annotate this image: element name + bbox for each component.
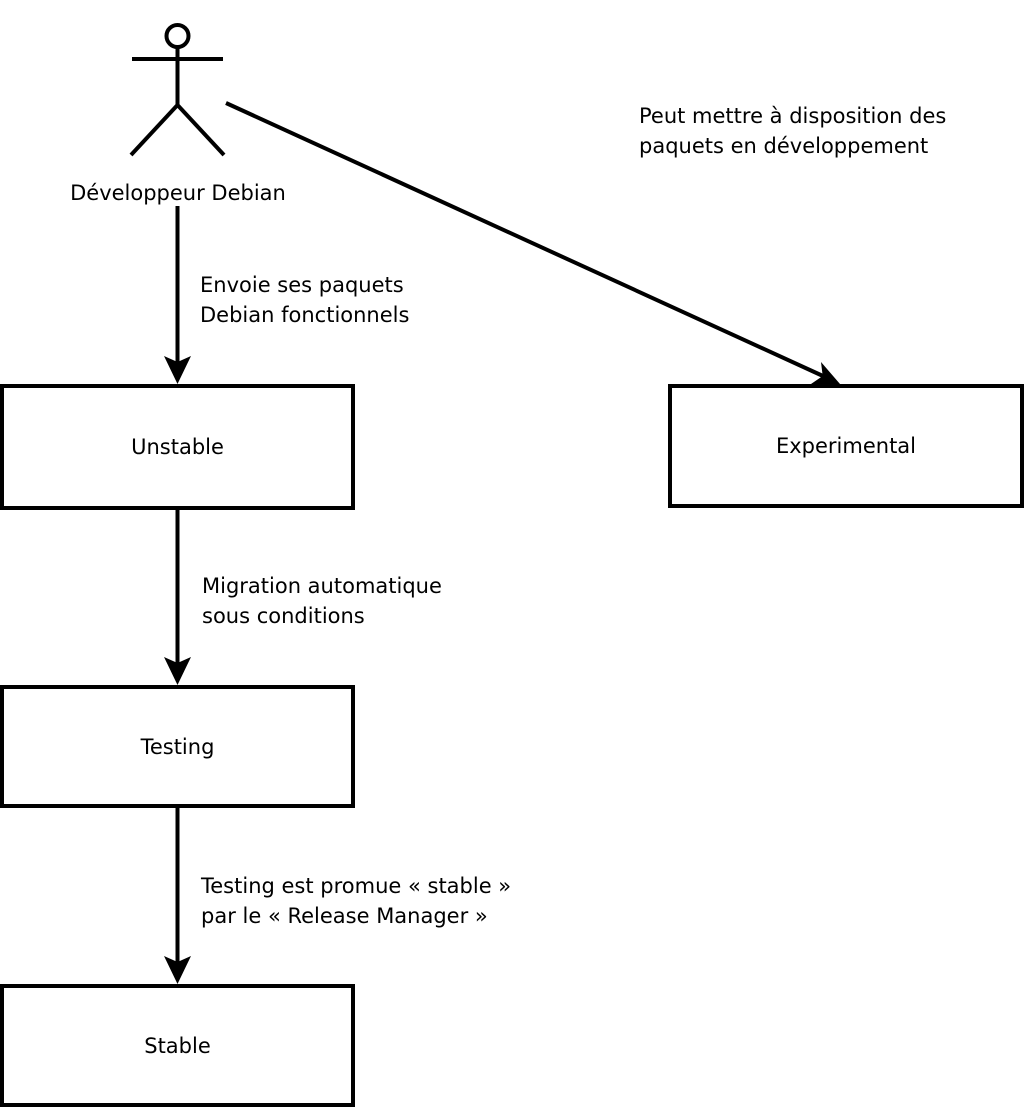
edge-label-line: Testing est promue « stable » [201, 874, 512, 898]
actor-label: Développeur Debian [70, 181, 286, 205]
node-experimental: Experimental [668, 384, 1024, 508]
edge-label-line: Envoie ses paquets [200, 273, 404, 297]
node-unstable: Unstable [0, 384, 355, 510]
node-label: Experimental [775, 434, 917, 458]
edge-label-line: Peut mettre à disposition des [639, 104, 947, 128]
edge-label-line: Migration automatique [202, 574, 442, 598]
arrow-testing-to-stable [164, 806, 191, 984]
node-label: Testing [140, 734, 215, 759]
node-label: Unstable [131, 435, 224, 459]
arrow-developer-to-experimental [225, 101, 840, 384]
arrow-unstable-to-testing [164, 508, 191, 685]
edge-label-line: par le « Release Manager » [201, 904, 488, 928]
edge-label-line: sous conditions [202, 604, 365, 628]
edge-label-developer-to-unstable: Envoie ses paquets Debian fonctionnels [200, 270, 409, 330]
node-testing: Testing [0, 685, 355, 808]
edge-label-line: paquets en développement [639, 134, 929, 158]
edge-label-line: Debian fonctionnels [200, 303, 410, 327]
edge-label-unstable-to-testing: Migration automatique sous conditions [202, 571, 442, 631]
node-stable: Stable [0, 984, 355, 1107]
person-icon [129, 23, 226, 157]
edge-label-developer-to-experimental: Peut mettre à disposition des paquets en… [639, 101, 946, 161]
node-label: Stable [144, 1033, 211, 1058]
arrow-developer-to-unstable [164, 206, 191, 384]
edge-label-testing-to-stable: Testing est promue « stable » par le « R… [201, 871, 511, 931]
